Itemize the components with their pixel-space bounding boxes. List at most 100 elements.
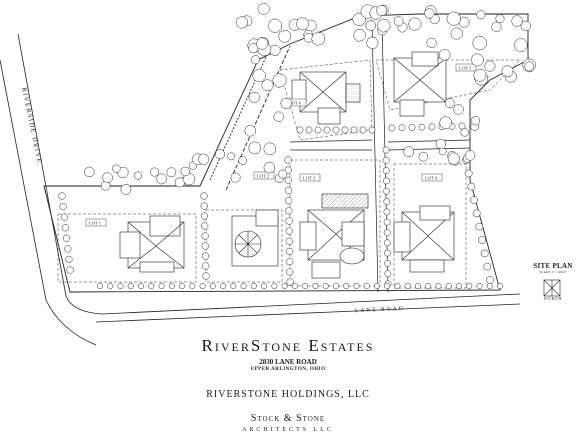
tree-icon (248, 43, 259, 54)
tree-icon (398, 124, 406, 132)
tree-icon (240, 282, 247, 290)
tree-icon (365, 20, 376, 31)
tree-icon (96, 282, 103, 290)
tree-icon (394, 282, 401, 290)
tree-icon (513, 38, 528, 52)
tree-icon (63, 245, 72, 253)
tree-icon (58, 192, 66, 200)
tree-icon (252, 68, 266, 83)
tree-icon (149, 167, 159, 177)
tree-icon (373, 282, 380, 290)
tree-icon (425, 282, 432, 290)
tree-icon (524, 61, 534, 72)
tree-icon (168, 282, 175, 290)
tree-icon (388, 124, 396, 132)
tree-icon (112, 164, 121, 173)
tree-icon (284, 186, 293, 195)
tree-icon (284, 196, 293, 205)
tree-icon (62, 234, 71, 242)
tree-icon (484, 60, 496, 72)
tree-icon (60, 213, 68, 221)
tree-icon (166, 167, 177, 178)
tree-icon (302, 282, 309, 290)
tree-icon (200, 192, 208, 200)
tree-icon (148, 282, 155, 290)
tree-icon (244, 124, 257, 137)
tree-icon (285, 257, 294, 266)
tree-icon (384, 249, 391, 257)
owner-name: RIVERSTONE HOLDINGS, LLC (206, 389, 370, 400)
tree-icon (314, 126, 322, 134)
tree-icon (486, 276, 494, 284)
tree-icon (384, 259, 392, 267)
tree-icon (460, 128, 469, 137)
tree-icon (445, 282, 452, 290)
tree-icon (156, 173, 167, 185)
tree-icon (230, 172, 241, 183)
tree-icon (257, 2, 270, 15)
tree-icon (65, 255, 73, 264)
tree-icon (102, 172, 113, 184)
tree-icon (486, 282, 493, 290)
tree-icon (447, 152, 460, 165)
tree-icon (267, 18, 282, 33)
tree-icon (470, 196, 478, 204)
project-address: 2830 LANE ROAD (259, 358, 317, 366)
tree-icon (281, 282, 288, 290)
tree-icon (470, 115, 481, 126)
tree-icon (272, 73, 287, 88)
riverside-drive (0, 33, 521, 346)
tree-icon (296, 126, 304, 134)
tree-icon (478, 236, 486, 244)
tree-icon (353, 28, 366, 42)
tree-icon (393, 16, 404, 27)
lot-labels: LOT 1 LOT 2 LOT 3 LOT 4 LOT 5 LOT 6 (85, 63, 477, 227)
tree-icon (332, 282, 339, 290)
tree-icon (285, 227, 293, 235)
tree-icon (384, 282, 391, 290)
tree-icon (382, 146, 390, 154)
riverside-drive-label: RIVERSIDE DRIVE (20, 87, 43, 165)
house-lot-5 (393, 51, 447, 117)
tree-icon (424, 8, 435, 19)
tree-icon (350, 126, 358, 134)
tree-icon (311, 31, 326, 46)
tree-icon (359, 126, 367, 134)
tree-icon (235, 16, 249, 29)
tree-icon (182, 172, 196, 186)
lot-label-3: LOT 3 (303, 176, 316, 181)
tree-icon (250, 282, 257, 290)
tree-icon (273, 111, 284, 123)
tree-icon (284, 156, 292, 164)
tree-icon (178, 282, 186, 290)
tree-icon (322, 282, 329, 290)
tree-icon (199, 282, 206, 290)
house-lot-2 (231, 209, 279, 267)
tree-icon (286, 268, 294, 276)
tree-icon (261, 79, 274, 92)
tree-icon (263, 161, 276, 174)
tree-icon (219, 282, 227, 290)
tree-icon (467, 182, 476, 191)
tree-icon (435, 282, 442, 290)
tree-icon (278, 169, 288, 179)
tree-icon (201, 222, 209, 230)
architect-firm-sub: ARCHITECTS LLC (242, 427, 334, 433)
tree-icon (480, 249, 489, 258)
tree-icon (446, 11, 461, 26)
tree-icon (201, 242, 209, 250)
tree-icon (439, 116, 452, 130)
tree-icon (403, 146, 415, 158)
tree-icon (117, 282, 124, 290)
tree-icon (408, 123, 416, 131)
tree-icon (133, 171, 143, 180)
tree-icon (261, 282, 268, 290)
tree-icon (285, 237, 293, 246)
tree-icon (382, 156, 390, 164)
tree-icon (383, 198, 391, 206)
tree-icon (470, 53, 484, 67)
tree-icon (438, 48, 451, 61)
tree-icon (366, 36, 379, 50)
tree-icon (197, 153, 210, 165)
tree-icon (450, 27, 463, 40)
